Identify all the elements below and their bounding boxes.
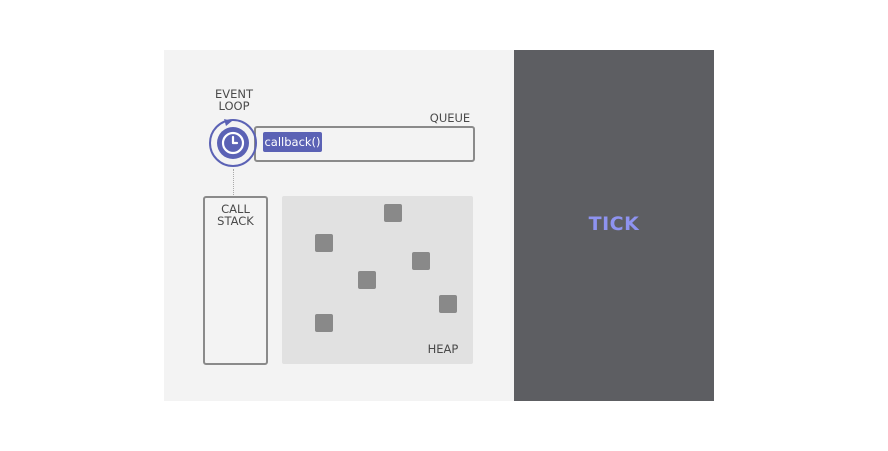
tick-label: TICK [588, 213, 640, 235]
event-loop-label-line1: EVENT [214, 87, 254, 101]
queue-label: QUEUE [429, 111, 471, 125]
event-loop-label: EVENT LOOP [204, 88, 264, 112]
heap-object [412, 252, 430, 270]
tick-panel: TICK [514, 50, 714, 401]
heap-object [315, 314, 333, 332]
call-stack-box [203, 196, 268, 365]
heap-object [358, 271, 376, 289]
event-loop-to-call-stack-connector [233, 169, 234, 195]
event-loop-label-line2: LOOP [218, 99, 250, 113]
call-stack-label-line2: STACK [217, 214, 254, 228]
call-stack-label-line1: CALL [221, 202, 250, 216]
heap-label: HEAP [427, 342, 459, 356]
heap-object [315, 234, 333, 252]
call-stack-label: CALL STACK [203, 203, 268, 227]
heap-area [282, 196, 473, 364]
clock-icon [209, 119, 257, 167]
queue-item-callback: callback() [263, 132, 322, 152]
heap-object [384, 204, 402, 222]
heap-object [439, 295, 457, 313]
